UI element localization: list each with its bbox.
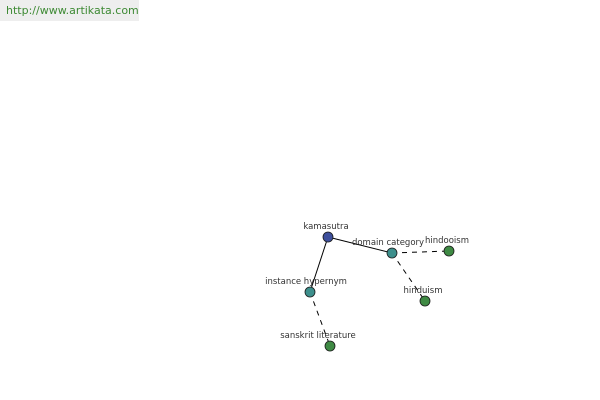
node-label-hindooism: hindooism: [425, 236, 469, 246]
node-kamasutra[interactable]: [322, 231, 334, 243]
edges-layer: [309, 236, 450, 347]
source-url-link[interactable]: http://www.artikata.com: [0, 0, 139, 21]
node-instance-hypernym[interactable]: [304, 286, 316, 298]
node-hinduism[interactable]: [419, 295, 431, 307]
edge-kamasutra-to-domain-category: [327, 236, 393, 254]
node-label-instance-hypernym: instance hypernym: [265, 277, 347, 287]
node-label-sanskrit-literature: sanskrit literature: [280, 331, 356, 341]
nodes-layer: [304, 231, 455, 352]
edge-domain-category-to-hindooism: [391, 250, 450, 254]
node-domain-category[interactable]: [386, 247, 398, 259]
edge-kamasutra-to-instance-hypernym: [309, 236, 329, 293]
labels-layer: kamasutra domain category instance hyperny…: [265, 222, 469, 341]
node-label-kamasutra: kamasutra: [303, 222, 348, 232]
node-label-domain-category: domain category: [352, 238, 424, 248]
node-hindooism[interactable]: [443, 245, 455, 257]
node-label-hinduism: hinduism: [404, 286, 443, 296]
node-sanskrit-literature[interactable]: [324, 340, 336, 352]
